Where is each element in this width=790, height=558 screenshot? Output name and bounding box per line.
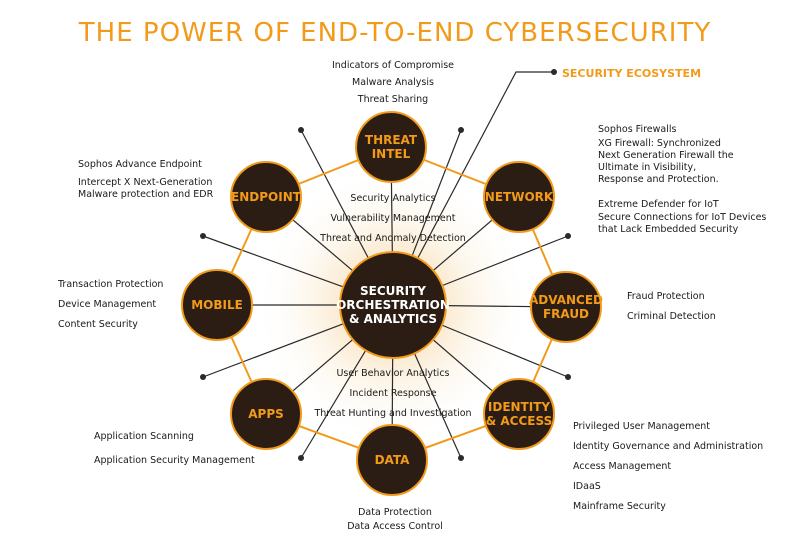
list-item: Identity Governance and Administration <box>573 441 764 452</box>
endpoint-node <box>230 161 302 233</box>
spoke-end-dot <box>200 374 206 380</box>
threat-intel-node <box>355 111 427 183</box>
ecosystem-pointer-dot <box>551 69 557 75</box>
list-item: XG Firewall: Synchronized <box>598 138 721 149</box>
mobile-node-label: MOBILE <box>191 298 243 312</box>
endpoint-items: Sophos Advance Endpoint Intercept X Next… <box>78 159 213 203</box>
spoke-end-dot <box>565 233 571 239</box>
threat-intel-items: Indicators of Compromise Malware Analysi… <box>332 60 454 108</box>
advanced-fraud-node <box>530 271 602 343</box>
list-item: Indicators of Compromise <box>331 60 455 71</box>
network-node <box>483 161 555 233</box>
list-item: Threat and Anomaly Detection <box>320 233 466 244</box>
list-item: Ultimate in Visibility, <box>598 162 697 173</box>
list-item: Transaction Protection <box>58 279 164 290</box>
endpoint-node-label: ENDPOINT <box>231 190 301 204</box>
list-item: Criminal Detection <box>627 311 716 322</box>
mobile-items: Transaction Protection Device Management… <box>58 279 163 339</box>
network-node-label: NETWORK <box>484 190 554 204</box>
center-node-label: SECURITY ORCHESTRATION & ANALYTICS <box>336 284 450 326</box>
list-item: Mainframe Security <box>573 501 666 512</box>
data-node <box>356 424 428 496</box>
spoke-end-dot <box>200 233 206 239</box>
network-items: Sophos Firewalls XG Firewall: Synchroniz… <box>598 124 734 186</box>
list-item: Application Scanning <box>94 431 194 442</box>
mobile-node <box>181 269 253 341</box>
apps-node <box>230 378 302 450</box>
list-item: Response and Protection. <box>598 174 719 185</box>
list-item: Data Protection <box>358 507 432 518</box>
list-item: Vulnerability Management <box>330 213 456 224</box>
list-item: Threat Hunting and Investigation <box>314 408 472 419</box>
identity-access-node-label: IDENTITY & ACCESS <box>485 400 553 428</box>
list-item: Security Analytics <box>350 193 436 204</box>
apps-items: Application Scanning Application Securit… <box>94 431 255 475</box>
list-item: User Behavior Analytics <box>336 368 450 379</box>
center-bottom-items: User Behavior Analytics Incident Respons… <box>314 368 471 428</box>
list-item: Malware Analysis <box>352 77 434 88</box>
list-item: Malware protection and EDR <box>78 189 214 200</box>
list-item: Threat Sharing <box>357 94 429 105</box>
threat-intel-node-label: THREAT INTEL <box>364 133 418 161</box>
list-item: Access Management <box>573 461 672 472</box>
list-item: Content Security <box>58 319 138 330</box>
network-iot-items: Extreme Defender for IoT Secure Connecti… <box>598 199 766 236</box>
data-node-label: DATA <box>374 453 410 467</box>
list-item: Fraud Protection <box>627 291 705 302</box>
list-item: IDaaS <box>573 481 601 492</box>
center-top-items: Security Analytics Vulnerability Managem… <box>320 193 466 253</box>
list-item: Data Access Control <box>347 521 443 532</box>
spoke-end-dot <box>458 127 464 133</box>
ecosystem-pointer-line <box>392 71 553 306</box>
node-circles <box>181 111 602 496</box>
list-item: Privileged User Management <box>573 421 711 432</box>
list-item: Secure Connections for IoT Devices <box>598 212 767 223</box>
identity-access-items: Privileged User Management Identity Gove… <box>573 421 763 521</box>
list-item: Next Generation Firewall the <box>598 150 734 161</box>
list-item: Device Management <box>58 299 157 310</box>
page-title: THE POWER OF END-TO-END CYBERSECURITY <box>78 18 712 48</box>
list-item: Incident Response <box>349 388 437 399</box>
identity-access-node <box>483 378 555 450</box>
spoke-end-dot <box>298 455 304 461</box>
list-item: Extreme Defender for IoT <box>598 199 719 210</box>
spoke-end-dot <box>298 127 304 133</box>
advanced-fraud-items: Fraud Protection Criminal Detection <box>627 291 716 331</box>
list-item: Sophos Advance Endpoint <box>78 159 202 170</box>
list-item: Application Security Management <box>94 455 255 466</box>
center-node <box>339 251 447 359</box>
list-item: Sophos Firewalls <box>598 124 677 135</box>
list-item: that Lack Embedded Security <box>598 224 739 235</box>
list-item: Intercept X Next-Generation <box>78 177 213 188</box>
spoke-end-dot <box>565 374 571 380</box>
data-items: Data Protection Data Access Control <box>347 507 443 535</box>
security-ecosystem-label: SECURITY ECOSYSTEM <box>562 67 702 80</box>
spoke-end-dot <box>458 455 464 461</box>
apps-node-label: APPS <box>248 407 284 421</box>
advanced-fraud-node-label: ADVANCED FRAUD <box>528 293 604 321</box>
